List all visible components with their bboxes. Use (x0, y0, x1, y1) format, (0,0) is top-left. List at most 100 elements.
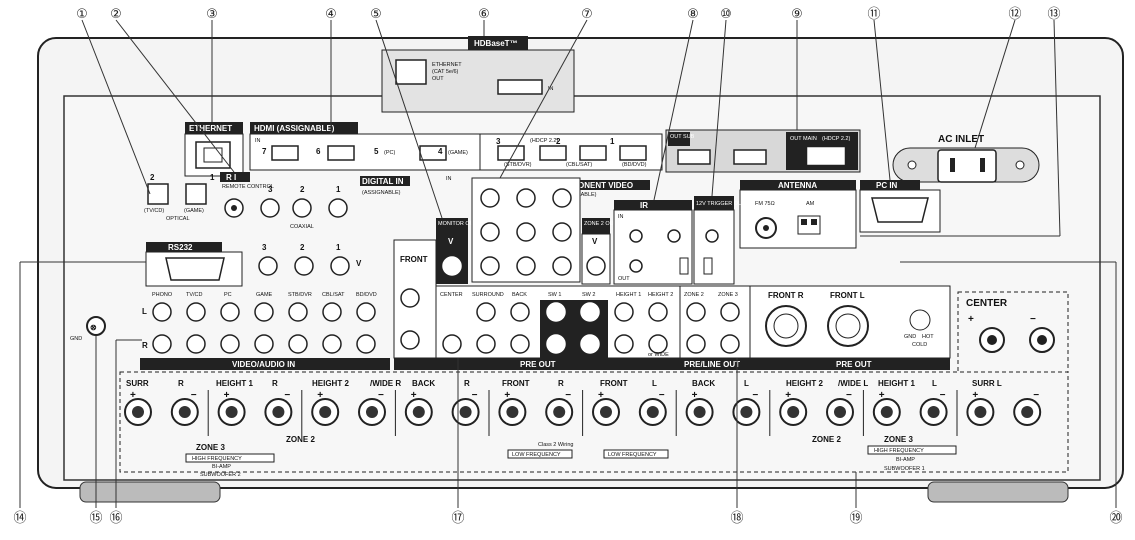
optical-2-port[interactable] (147, 183, 169, 205)
preout-sw2-a[interactable] (580, 302, 600, 322)
component-1-y[interactable] (480, 188, 500, 208)
component-mon-pb[interactable] (552, 222, 572, 242)
stbdvr-l[interactable] (288, 302, 308, 322)
preout-front-l[interactable] (400, 288, 420, 308)
coaxial-2-jack[interactable] (292, 198, 312, 218)
preout-height2-l[interactable] (648, 302, 668, 322)
pre-line-out-label: PRE/LINE OUT (684, 360, 740, 369)
video-2-jack[interactable] (294, 256, 314, 276)
hdbaset-hdmi-port[interactable] (497, 79, 543, 95)
preout-center[interactable] (442, 334, 462, 354)
svg-text:3: 3 (496, 137, 501, 146)
speaker-binding-post-core (553, 406, 566, 418)
zone2-line-l[interactable] (686, 302, 706, 322)
ac-inlet-socket[interactable] (937, 149, 997, 183)
hdmi-in-6-port[interactable] (327, 145, 355, 161)
svg-text:2: 2 (150, 173, 155, 182)
preout-back-l[interactable] (510, 302, 530, 322)
ac-inlet-label: AC INLET (938, 134, 984, 145)
callout-16: ⑯ (109, 511, 122, 526)
preout-height1-r[interactable] (614, 334, 634, 354)
xlr-front-r[interactable] (765, 305, 807, 347)
trigger-b[interactable] (703, 257, 713, 275)
ethernet-port[interactable] (195, 141, 231, 169)
preout-height1-l[interactable] (614, 302, 634, 322)
gnd-terminal[interactable] (86, 316, 106, 336)
svg-text:ZONE 3: ZONE 3 (196, 443, 225, 452)
ir-in-b[interactable] (667, 229, 681, 243)
component-2-pr[interactable] (516, 256, 536, 276)
hdmi-out-main-port[interactable] (807, 147, 845, 165)
video-audio-in-label: VIDEO/AUDIO IN (232, 360, 295, 369)
preout-sw1-b[interactable] (546, 334, 566, 354)
bddvd-r[interactable] (356, 334, 376, 354)
game-l[interactable] (254, 302, 274, 322)
speaker-binding-post-core (1021, 406, 1034, 418)
tvcd-l[interactable] (186, 302, 206, 322)
callout-9: ⑨ (791, 7, 803, 22)
coaxial-1-jack[interactable] (328, 198, 348, 218)
preout-sw1-a[interactable] (546, 302, 566, 322)
hdbaset-ethernet-port[interactable] (395, 59, 427, 85)
cblsat-r[interactable] (322, 334, 342, 354)
speaker-labels: SURR R HEIGHT 1 R HEIGHT 2 /WIDE R BACK … (126, 379, 1002, 388)
preout-surround-l[interactable] (476, 302, 496, 322)
component-1-pr[interactable] (480, 256, 500, 276)
preout-height2-r[interactable] (648, 334, 668, 354)
rs232-port[interactable] (165, 257, 225, 281)
component-2-y[interactable] (516, 188, 536, 208)
video-3-jack[interactable] (258, 256, 278, 276)
zone3-line-r[interactable] (720, 334, 740, 354)
callout-numbers: ① ② ③ ④ ⑤ ⑥ ⑦ ⑧ ⑩ ⑨ ⑪ ⑫ ⑬ ⑭ ⑮ ⑯ ⑰ ⑱ ⑲ ⑳ (13, 7, 1122, 526)
zone2-video-out-jack[interactable] (586, 256, 606, 276)
hdmi-in-7-port[interactable] (271, 145, 299, 161)
ir-in-a[interactable] (629, 229, 643, 243)
xlr-front-l[interactable] (827, 305, 869, 347)
polarity-plus: + (130, 390, 136, 401)
hdmi-in-4-port[interactable] (497, 145, 525, 161)
coaxial-3-jack[interactable] (260, 198, 280, 218)
cblsat-l[interactable] (322, 302, 342, 322)
phono-l[interactable] (152, 302, 172, 322)
monitor-out-jack[interactable] (442, 256, 462, 276)
svg-text:1: 1 (610, 137, 615, 146)
svg-text:SURR: SURR (126, 379, 149, 388)
hdmi-out-sub-port[interactable] (677, 149, 711, 165)
trigger-c[interactable] (679, 257, 689, 275)
pc-r[interactable] (220, 334, 240, 354)
speaker-binding-post-core (178, 406, 191, 418)
hdmi-in-2-port[interactable] (579, 145, 607, 161)
preout-back-r[interactable] (510, 334, 530, 354)
component-1-pb[interactable] (480, 222, 500, 242)
bddvd-l[interactable] (356, 302, 376, 322)
pc-l[interactable] (220, 302, 240, 322)
stbdvr-r[interactable] (288, 334, 308, 354)
preout-front-r[interactable] (400, 330, 420, 350)
optical-1-port[interactable] (185, 183, 207, 205)
zone3-line-l[interactable] (720, 302, 740, 322)
polarity-minus: − (191, 390, 197, 401)
hdmi-in-1-port[interactable] (619, 145, 647, 161)
polarity-minus: − (472, 390, 478, 401)
zone2-line-r[interactable] (686, 334, 706, 354)
preout-surround-r[interactable] (476, 334, 496, 354)
hdmi-out-sub2-port[interactable] (733, 149, 767, 165)
svg-text:GND: GND (70, 336, 82, 342)
phono-r[interactable] (152, 334, 172, 354)
video-1-jack[interactable] (330, 256, 350, 276)
game-r[interactable] (254, 334, 274, 354)
ir-out[interactable] (629, 259, 643, 273)
preout-sw2-b[interactable] (580, 334, 600, 354)
component-mon-pr[interactable] (552, 256, 572, 276)
svg-text:TV/CD: TV/CD (186, 292, 203, 298)
component-mon-y[interactable] (552, 188, 572, 208)
svg-text:FM 75Ω: FM 75Ω (755, 201, 775, 207)
trigger-a[interactable] (705, 229, 719, 243)
pc-in-port[interactable] (871, 197, 929, 223)
polarity-plus: + (972, 390, 978, 401)
svg-text:/WIDE L: /WIDE L (838, 379, 868, 388)
tvcd-r[interactable] (186, 334, 206, 354)
callout-18: ⑱ (730, 511, 743, 526)
hdmi-in-3-port[interactable] (539, 145, 567, 161)
component-2-pb[interactable] (516, 222, 536, 242)
